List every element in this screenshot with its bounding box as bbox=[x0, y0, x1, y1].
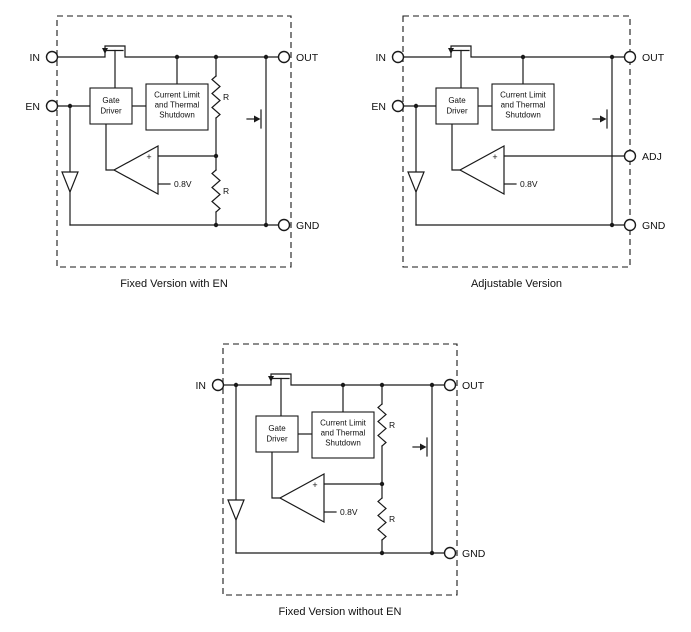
gate-driver-block bbox=[255, 415, 299, 453]
junction-dots bbox=[233, 382, 435, 556]
current-limit-label-line1: Current Limit bbox=[320, 419, 367, 428]
pin-en bbox=[45, 99, 59, 113]
current-limit-label-line2: and Thermal bbox=[155, 101, 200, 110]
ic-boundary bbox=[402, 15, 631, 268]
discharge-fet-arrow-icon bbox=[600, 115, 607, 123]
resistor-upper-label: R bbox=[223, 92, 229, 102]
current-limit-label-line3: Shutdown bbox=[325, 439, 361, 448]
pin-en-label: EN bbox=[25, 101, 40, 113]
pin-en bbox=[391, 99, 405, 113]
resistor-lower bbox=[211, 169, 221, 213]
resistor-lower bbox=[377, 497, 387, 541]
bias-buffer bbox=[227, 499, 245, 522]
pin-out-label: OUT bbox=[462, 380, 485, 392]
wires bbox=[56, 45, 280, 226]
opamp-output-wire bbox=[271, 451, 281, 499]
pin-adj bbox=[623, 149, 637, 163]
diagram-adjustable: Gate Driver Current Limit and Thermal Sh… bbox=[371, 15, 666, 290]
vref-label: 0.8V bbox=[520, 179, 538, 189]
pin-gnd-label: GND bbox=[462, 548, 486, 560]
gate-driver-label-line2: Driver bbox=[446, 107, 468, 116]
gate-driver-label-line1: Gate bbox=[102, 96, 120, 105]
enable-buffer bbox=[407, 171, 425, 194]
gate-driver-label-line2: Driver bbox=[266, 435, 288, 444]
top-rail bbox=[222, 373, 446, 386]
opamp-plus-label: + bbox=[312, 480, 317, 490]
gate-driver-label-line2: Driver bbox=[100, 107, 122, 116]
current-limit-block bbox=[145, 83, 209, 131]
opamp-output-wire bbox=[105, 123, 115, 171]
diagram-fixed-without-en: Gate Driver Current Limit and Thermal Sh… bbox=[196, 343, 486, 618]
pin-gnd bbox=[623, 218, 637, 232]
top-rail bbox=[402, 45, 626, 58]
junction-dots bbox=[413, 54, 615, 228]
opamp-output-wire bbox=[451, 123, 461, 171]
junction-dots bbox=[67, 54, 269, 228]
pin-out bbox=[277, 50, 291, 64]
pin-in bbox=[211, 378, 225, 392]
pin-out bbox=[623, 50, 637, 64]
wires bbox=[222, 373, 446, 554]
pin-en-label: EN bbox=[371, 101, 386, 113]
current-limit-label-line2: and Thermal bbox=[321, 429, 366, 438]
current-limit-label-line2: and Thermal bbox=[501, 101, 546, 110]
diagram-caption: Fixed Version without EN bbox=[279, 606, 402, 618]
diagram-fixed-with-en: Gate Driver Current Limit and Thermal Sh… bbox=[25, 15, 320, 290]
current-limit-label-line3: Shutdown bbox=[505, 111, 541, 120]
pin-gnd-label: GND bbox=[642, 220, 666, 232]
pin-in-label: IN bbox=[30, 52, 41, 64]
pass-fet-arrow-icon bbox=[448, 48, 454, 54]
vref-label: 0.8V bbox=[340, 507, 358, 517]
resistor-upper-label: R bbox=[389, 420, 395, 430]
resistor-upper bbox=[211, 75, 221, 119]
opamp-plus-label: + bbox=[146, 152, 151, 162]
pin-in-label: IN bbox=[196, 380, 207, 392]
pin-out bbox=[443, 378, 457, 392]
pin-in bbox=[45, 50, 59, 64]
current-limit-label-line3: Shutdown bbox=[159, 111, 195, 120]
pin-gnd bbox=[277, 218, 291, 232]
discharge-fet-arrow-icon bbox=[254, 115, 261, 123]
gate-driver-label-line1: Gate bbox=[448, 96, 466, 105]
error-amplifier bbox=[458, 144, 505, 196]
gate-driver-block bbox=[89, 87, 133, 125]
error-amplifier bbox=[112, 144, 159, 196]
resistor-upper bbox=[377, 403, 387, 447]
opamp-plus-label: + bbox=[492, 152, 497, 162]
wires bbox=[402, 45, 626, 226]
pin-in bbox=[391, 50, 405, 64]
pin-out-label: OUT bbox=[296, 52, 319, 64]
pass-fet-arrow-icon bbox=[102, 48, 108, 54]
pin-gnd-label: GND bbox=[296, 220, 320, 232]
diagram-caption: Adjustable Version bbox=[471, 278, 562, 290]
pin-in-label: IN bbox=[376, 52, 387, 64]
top-rail bbox=[56, 45, 280, 58]
error-amplifier bbox=[278, 472, 325, 524]
pass-fet-arrow-icon bbox=[268, 376, 274, 382]
gate-driver-block bbox=[435, 87, 479, 125]
enable-buffer bbox=[61, 171, 79, 194]
diagram-caption: Fixed Version with EN bbox=[120, 278, 228, 290]
pin-adj-label: ADJ bbox=[642, 151, 662, 163]
pin-out-label: OUT bbox=[642, 52, 665, 64]
current-limit-label-line1: Current Limit bbox=[154, 91, 201, 100]
gate-driver-label-line1: Gate bbox=[268, 424, 286, 433]
pin-gnd bbox=[443, 546, 457, 560]
vref-label: 0.8V bbox=[174, 179, 192, 189]
discharge-fet-arrow-icon bbox=[420, 443, 427, 451]
resistor-lower-label: R bbox=[223, 186, 229, 196]
current-limit-label-line1: Current Limit bbox=[500, 91, 547, 100]
current-limit-block bbox=[311, 411, 375, 459]
current-limit-block bbox=[491, 83, 555, 131]
ic-boundary bbox=[56, 15, 292, 268]
resistor-lower-label: R bbox=[389, 514, 395, 524]
ic-boundary bbox=[222, 343, 458, 596]
